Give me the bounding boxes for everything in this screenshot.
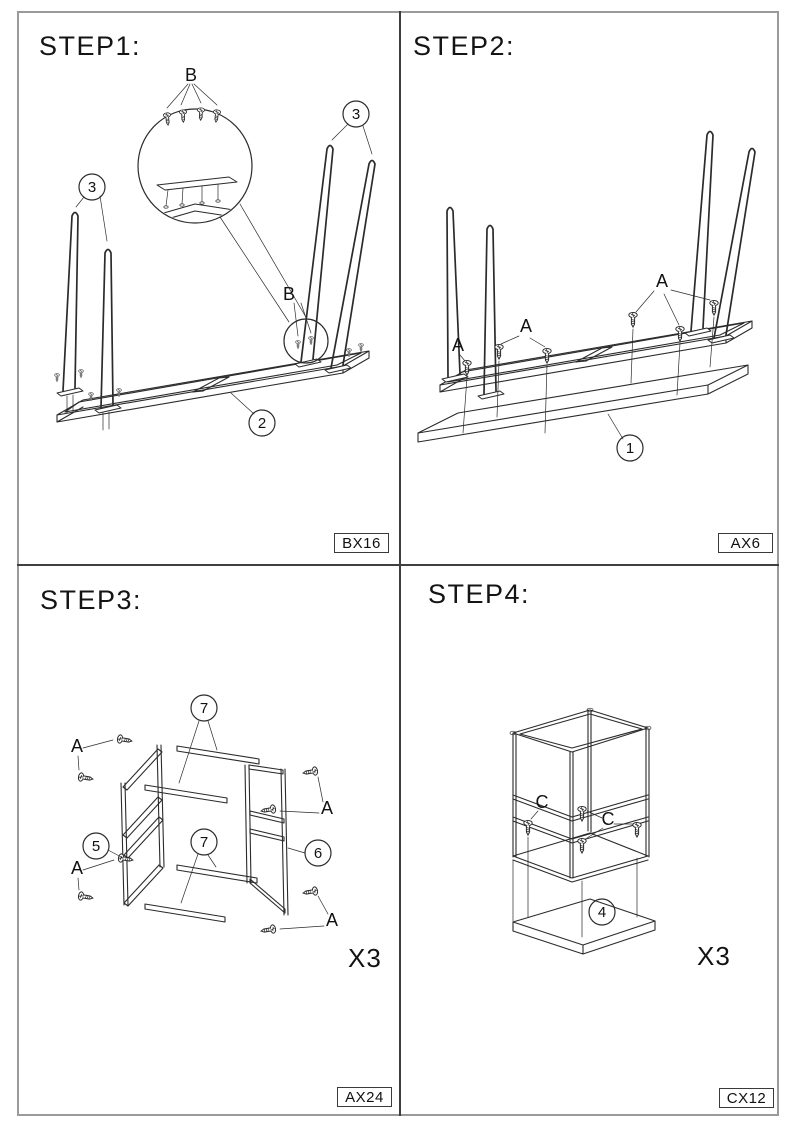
base-panel (512, 898, 656, 955)
step2-diagram: STEP2: (413, 31, 756, 462)
screw-icon (632, 822, 642, 838)
step4-title: STEP4: (428, 579, 530, 609)
part-callout-1: 1 (607, 413, 644, 462)
screw-label-A: A (71, 736, 83, 756)
svg-text:7: 7 (200, 700, 208, 717)
part-callout-2: 2 (230, 392, 276, 437)
part-callout-6: 6 (287, 839, 332, 867)
screw-icon (301, 765, 319, 778)
svg-text:7: 7 (200, 834, 208, 851)
screw-label-C: C (602, 809, 615, 829)
screw-icon (116, 733, 134, 746)
step4-hardware-badge: CX12 (719, 1088, 774, 1108)
step2-title: STEP2: (413, 31, 515, 61)
screw-label-B: B (185, 65, 197, 85)
step3-diagram: STEP3: (40, 585, 382, 973)
screw-icon (358, 343, 364, 352)
screw-icon (462, 360, 472, 376)
screw-icon (628, 312, 638, 328)
screw-icon (54, 373, 60, 382)
assembly-screws (512, 806, 642, 938)
vertical-divider (399, 11, 401, 1116)
screw-labels-A: A A A (452, 271, 711, 362)
screw-label-A: A (452, 335, 464, 355)
screw-icon (709, 300, 719, 316)
screw-label-A: A (656, 271, 668, 291)
screw-label-A: A (321, 798, 333, 818)
hairpin-legs (446, 130, 756, 395)
screw-icon (78, 369, 84, 378)
cross-rails (144, 745, 260, 923)
part-callout-4: 4 (588, 898, 616, 926)
part-callout-3-left: 3 (75, 173, 108, 242)
step3-hardware-badge: AX24 (337, 1087, 392, 1107)
horizontal-divider (17, 564, 779, 566)
screw-icon (77, 890, 95, 903)
multiplier-x3: X3 (348, 943, 382, 973)
part-callout-5: 5 (82, 832, 124, 860)
screw-labels-A: A A A A (71, 736, 338, 930)
screw-label-A: A (71, 858, 83, 878)
screw-icon (211, 109, 222, 123)
screw-icon (196, 107, 206, 121)
svg-text:5: 5 (92, 838, 100, 855)
screw-icon (577, 838, 587, 854)
svg-text:6: 6 (314, 845, 322, 862)
hairpin-legs (62, 144, 376, 409)
screw-icon (77, 771, 95, 784)
corner-detail-circle: B (283, 284, 329, 364)
svg-text:1: 1 (626, 440, 634, 457)
screw-icon (162, 112, 173, 126)
step2-hardware-badge: AX6 (718, 533, 773, 553)
svg-text:4: 4 (598, 904, 606, 921)
left-side-frame (120, 744, 165, 907)
step3-title: STEP3: (40, 585, 142, 615)
step4-diagram: STEP4: C C (428, 579, 731, 971)
right-side-frame (244, 764, 289, 916)
part-callout-7-bottom: 7 (180, 828, 218, 904)
table-top-panel (417, 364, 749, 443)
screw-label-B: B (283, 284, 295, 304)
screw-icon (301, 885, 319, 898)
step1-title: STEP1: (39, 31, 141, 61)
svg-text:3: 3 (352, 106, 360, 123)
screw-label-A: A (326, 910, 338, 930)
screw-label-C: C (536, 792, 549, 812)
frame-part (56, 350, 370, 423)
screw-icon (308, 336, 314, 345)
svg-text:3: 3 (88, 179, 96, 196)
screw-labels-C: C C (530, 792, 634, 839)
screw-icon (178, 109, 188, 123)
assembly-screws (462, 300, 719, 434)
screw-icon (295, 340, 301, 349)
screw-label-A: A (520, 316, 532, 336)
part-callout-3-right: 3 (331, 100, 373, 155)
page-border (17, 11, 779, 1116)
step1-diagram: STEP1: (39, 31, 376, 437)
part-callout-7-top: 7 (178, 694, 218, 784)
multiplier-x3: X3 (697, 941, 731, 971)
screw-icon (259, 923, 277, 936)
step1-hardware-badge: BX16 (334, 533, 389, 553)
leg-mounting-plates (441, 327, 735, 400)
cabinet-frame (509, 707, 652, 883)
magnifier-detail: B (137, 65, 308, 323)
svg-text:2: 2 (258, 415, 266, 432)
